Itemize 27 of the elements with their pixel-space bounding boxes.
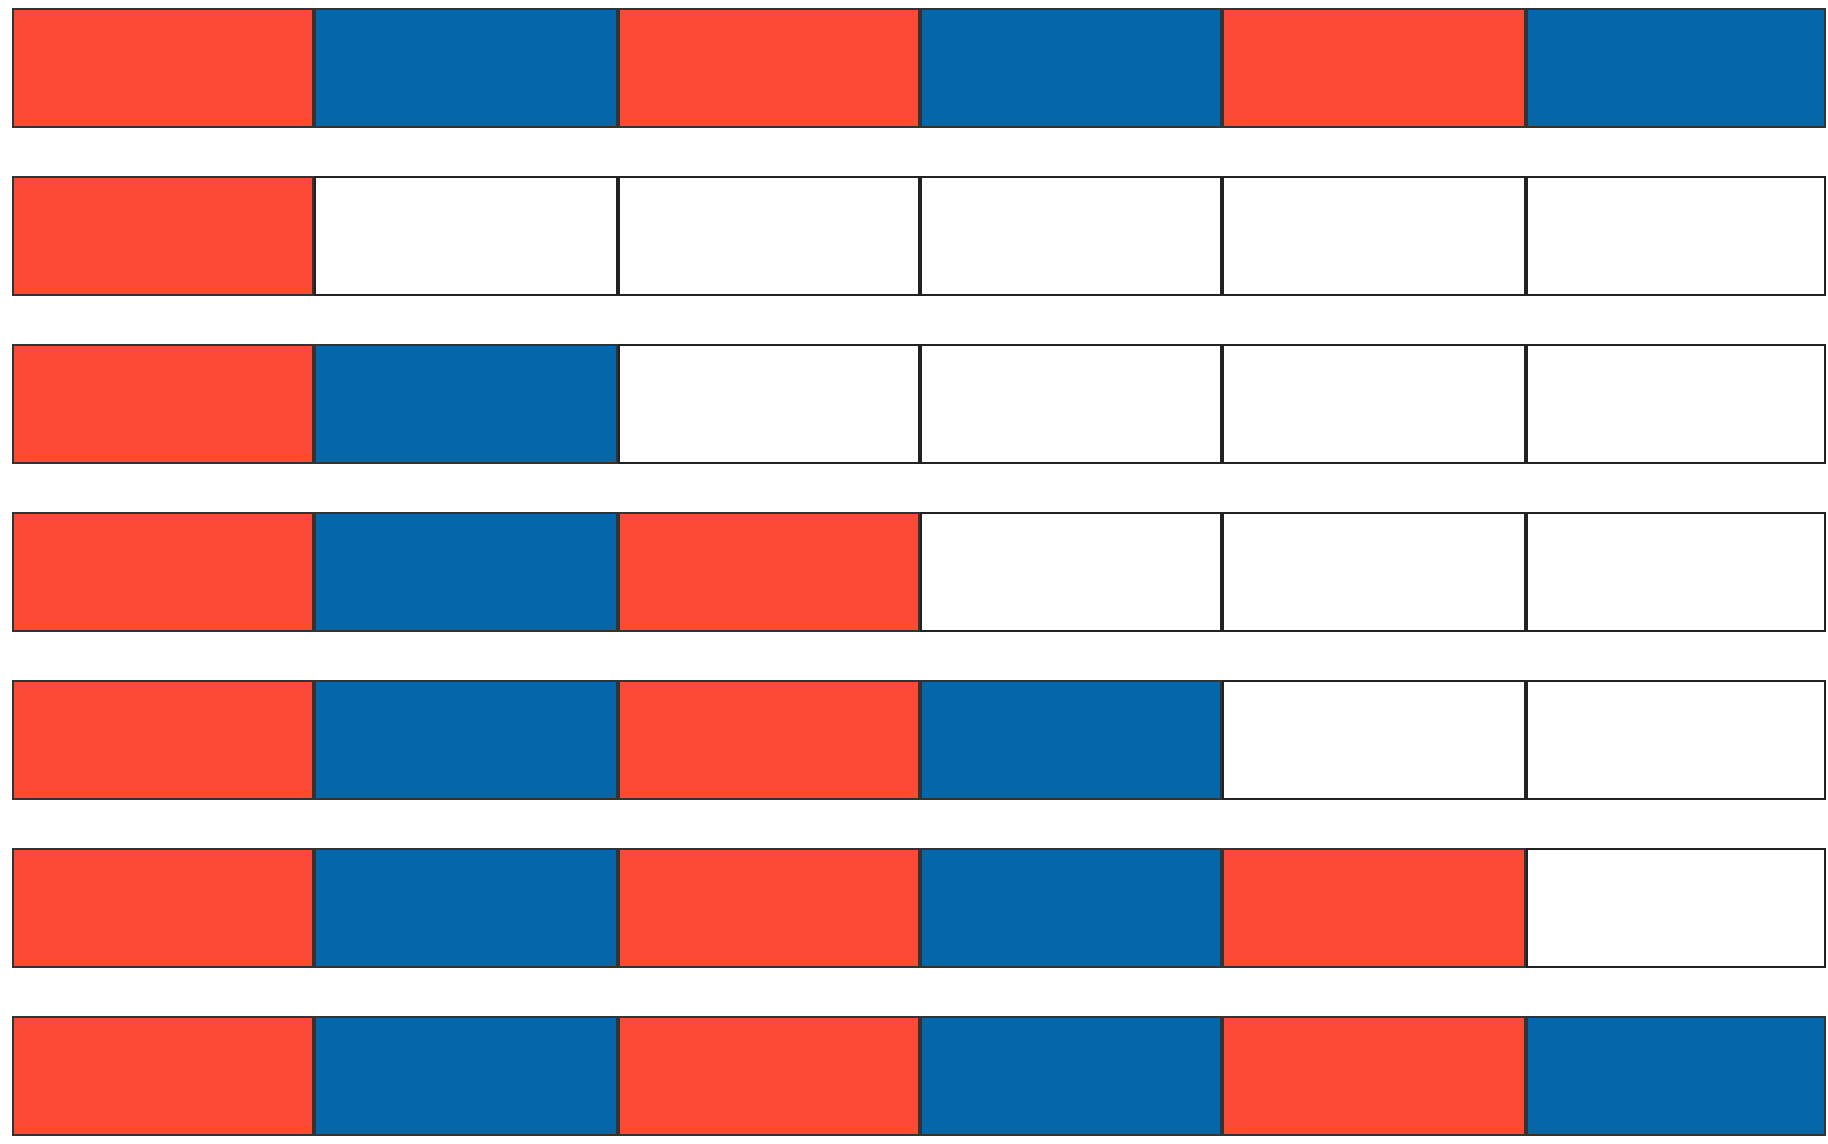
filled-segment — [618, 1016, 920, 1136]
filled-segment — [1526, 1016, 1826, 1136]
filled-segment — [314, 8, 618, 128]
filled-segment — [12, 344, 314, 464]
filled-segment — [1526, 8, 1826, 128]
filled-segment — [618, 512, 920, 632]
filled-segment — [920, 8, 1222, 128]
filled-segment — [12, 1016, 314, 1136]
filled-segment — [920, 1016, 1222, 1136]
filled-segment — [314, 1016, 618, 1136]
filled-segment — [618, 680, 920, 800]
filled-segment — [920, 848, 1222, 968]
filled-segment — [1222, 1016, 1526, 1136]
filled-segment — [12, 8, 314, 128]
filled-segment — [1222, 8, 1526, 128]
filled-segment — [314, 848, 618, 968]
filled-segment — [314, 344, 618, 464]
filled-segment — [314, 512, 618, 632]
filled-segment — [314, 680, 618, 800]
filled-segment — [12, 512, 314, 632]
filled-segment — [12, 176, 314, 296]
filled-segment — [920, 680, 1222, 800]
filled-segment — [1222, 848, 1526, 968]
filled-segment — [618, 848, 920, 968]
filled-segment — [618, 8, 920, 128]
filled-segment — [12, 680, 314, 800]
filled-segment — [12, 848, 314, 968]
